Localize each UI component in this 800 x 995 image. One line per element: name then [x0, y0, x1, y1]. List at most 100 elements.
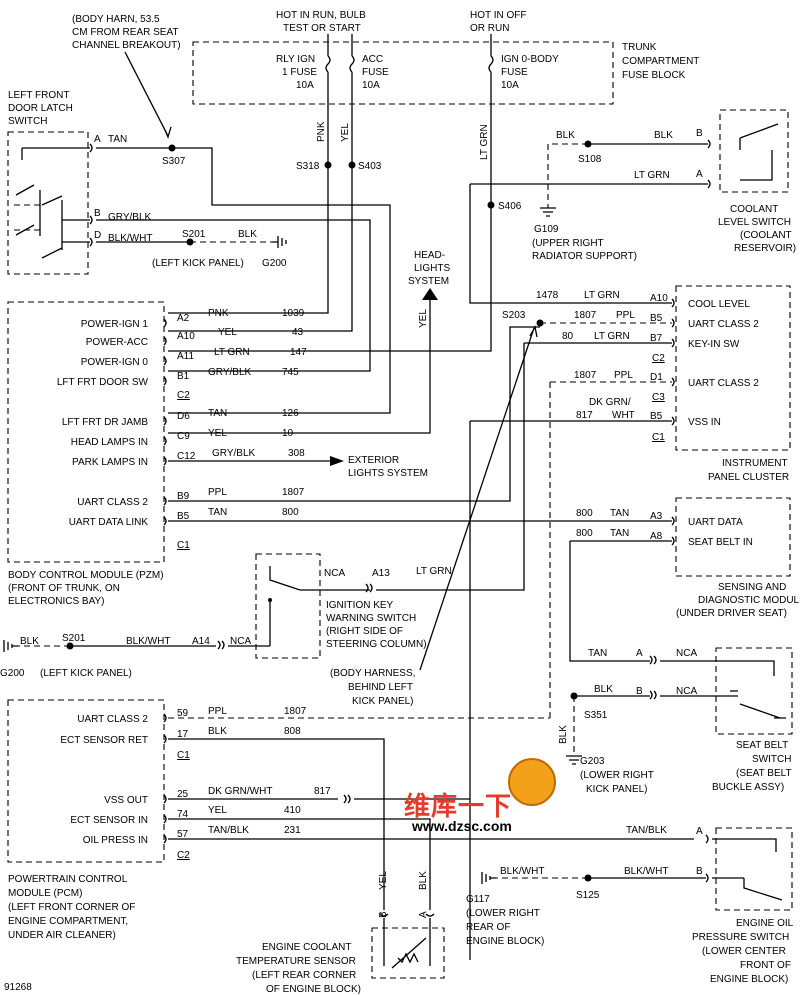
bcm-pin-label: LFT FRT DR JAMB: [62, 417, 148, 428]
wire-label-blk-wht-s125: BLK/WHT: [500, 866, 544, 877]
ground-g200-top-label: G200: [262, 258, 287, 269]
bcm-pin-label: PARK LAMPS IN: [72, 457, 148, 468]
circuit-80: 80: [562, 331, 574, 342]
splice-s108-label: S108: [578, 154, 602, 165]
ign-a14: A14: [192, 636, 210, 647]
ign-key-label-1: IGNITION KEY: [326, 600, 394, 611]
ipc-pin-label: UART CLASS 2: [688, 319, 759, 330]
ground-g203-icon: [566, 755, 582, 765]
fuse-3-amps: 10A: [501, 80, 519, 91]
wire-label-ppl-ipc-2: PPL: [614, 370, 633, 381]
ipc-pin-label: KEY-IN SW: [688, 339, 740, 350]
pcm-pin-connector: [163, 814, 167, 824]
fuse-2-amps: 10A: [362, 80, 380, 91]
circuit-800-sdm: 800: [576, 508, 593, 519]
bcm-pin-label: POWER-IGN 0: [81, 357, 149, 368]
oil-switch-box: [715, 827, 793, 911]
wire-label-dk-grn-ipc: DK GRN/: [589, 397, 631, 408]
circuit-1039: 1039: [282, 308, 305, 319]
pcm-title-3: (LEFT FRONT CORNER OF: [8, 902, 135, 913]
door-latch-label-2: DOOR LATCH: [8, 103, 73, 114]
ipc-pin-connector: [671, 416, 675, 426]
seat-belt-pin-a: A: [636, 648, 643, 659]
figure-number: 91268: [4, 982, 32, 993]
ground-g200-top-icon: [272, 236, 287, 248]
pcm-pin-label: ECT SENSOR RET: [60, 735, 148, 746]
circuit-1807-ipc: 1807: [574, 310, 597, 321]
wire-label-lt-grn-ign: LT GRN: [416, 566, 452, 577]
pcm-pin-id: 59: [177, 708, 189, 719]
seat-belt-label-2: SWITCH: [752, 754, 791, 765]
wire-label-lt-grn-top: LT GRN: [479, 124, 490, 160]
seat-belt-pin-b: B: [636, 686, 643, 697]
pcm-pin-label: UART CLASS 2: [77, 714, 148, 725]
wire-pnk-yel-to-bcm: [168, 165, 353, 332]
bcm-pin-label: POWER-IGN 1: [81, 319, 149, 330]
splice-s318-label: S318: [296, 161, 320, 172]
wire-label-pnk: PNK: [316, 121, 327, 142]
trunk-fuse-block-label-1: TRUNK: [622, 42, 657, 53]
pcm-pin-label: ECT SENSOR IN: [70, 815, 148, 826]
pcm-title-2: MODULE (PCM): [8, 888, 82, 899]
wire-label-gry-blk-park: GRY/BLK: [212, 448, 255, 459]
ect-connector: [379, 913, 435, 917]
lower-right-kick-label-2: KICK PANEL): [586, 784, 648, 795]
pcm-pin-id: 25: [177, 789, 189, 800]
wire-label-ppl-pcm: PPL: [208, 706, 227, 717]
ipc-pin-id: B7: [650, 333, 663, 344]
wire-label-blk-coolant: BLK: [654, 130, 673, 141]
oil-label-5: ENGINE BLOCK): [710, 974, 788, 985]
wire-label-ppl-ipc: PPL: [616, 310, 635, 321]
watermark-brand: 维库一下: [404, 792, 513, 822]
wire-label-tan-door: TAN: [108, 134, 127, 145]
bcm-pin-id: A10: [177, 331, 195, 342]
seat-belt-connector-b: [649, 690, 738, 700]
coolant-label-3: (COOLANT: [740, 230, 792, 241]
ect-pin-a: A: [418, 911, 429, 918]
wire-yel-ect-in: [168, 818, 431, 910]
ign-key-switch-box: [255, 553, 321, 659]
ipc-pin-label: COOL LEVEL: [688, 299, 750, 310]
wire-label-blk-pcm: BLK: [208, 726, 227, 737]
bcm-pin-connector: [163, 416, 167, 426]
exterior-arrow-icon: [330, 456, 344, 466]
wire-label-tan-sdm-2: TAN: [610, 528, 629, 539]
sdm-box: [675, 497, 791, 577]
circuit-308: 308: [288, 448, 305, 459]
coolant-connector: [707, 139, 711, 189]
bcm-title-2: (FRONT OF TRUNK, ON: [8, 583, 120, 594]
oil-connector: [705, 834, 709, 883]
bcm-pin-connector: [163, 496, 167, 506]
circuit-800-sdm-2: 800: [576, 528, 593, 539]
hot-run-label-1: HOT IN RUN, BULB: [276, 10, 366, 21]
sdm-title-2: DIAGNOSTIC MODULE: [698, 595, 800, 606]
coolant-pin-a: A: [696, 169, 703, 180]
circuit-745: 745: [282, 367, 299, 378]
wire-label-lt-grn-keyin: LT GRN: [594, 331, 630, 342]
fuse-3-name: IGN 0-BODY: [501, 54, 559, 65]
ipc-pin-connector: [671, 377, 675, 387]
wire-label-tan-sdm: TAN: [610, 508, 629, 519]
circuit-800-bcm: 800: [282, 507, 299, 518]
circuit-817-pcm: 817: [314, 786, 331, 797]
splice-s307-label: S307: [162, 156, 186, 167]
wire-label-ppl-bcm: PPL: [208, 487, 227, 498]
door-latch-wire-a: [21, 147, 90, 160]
bcm-pin-label: UART CLASS 2: [77, 497, 148, 508]
oil-label-2: PRESSURE SWITCH: [692, 932, 789, 943]
hot-off-label-2: OR RUN: [470, 23, 509, 34]
sdm-pin-connector: [671, 536, 675, 546]
wire-label-lt-grn-ipc: LT GRN: [584, 290, 620, 301]
circuit-410: 410: [284, 805, 301, 816]
sdm-title-1: SENSING AND: [718, 582, 786, 593]
ect-label-3: (LEFT REAR CORNER: [252, 970, 356, 981]
wire-label-gry-blk-bcm: GRY/BLK: [208, 367, 251, 378]
wire-label-blk-s108: BLK: [556, 130, 575, 141]
watermark-url: www.dzsc.com: [412, 818, 512, 834]
wire-label-tan-bcm: TAN: [208, 408, 227, 419]
ign-a13: A13: [372, 568, 390, 579]
wire-label-pnk-bcm: PNK: [208, 308, 229, 319]
wire-label-blk-wht-ign: BLK/WHT: [126, 636, 170, 647]
